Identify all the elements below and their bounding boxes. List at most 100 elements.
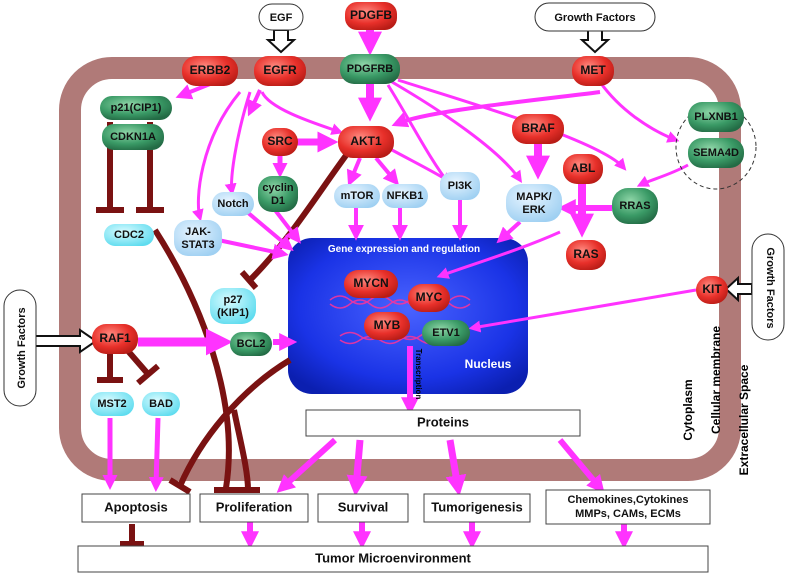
svg-text:p27: p27 [224, 294, 243, 306]
node-sema4d: SEMA4D [688, 138, 744, 168]
svg-text:Tumorigenesis: Tumorigenesis [431, 499, 523, 514]
svg-text:RAF1: RAF1 [99, 331, 131, 345]
gf-top-arrow-icon [579, 29, 611, 54]
svg-text:Proliferation: Proliferation [216, 499, 293, 514]
svg-text:Survival: Survival [338, 499, 389, 514]
svg-text:D1: D1 [271, 195, 285, 207]
svg-text:AKT1: AKT1 [350, 134, 382, 148]
nucleus-label: Nucleus [465, 357, 512, 371]
hollow-arrows [33, 29, 753, 354]
egf-bubble: EGF [258, 3, 304, 31]
svg-text:Chemokines,Cytokines: Chemokines,Cytokines [567, 494, 688, 506]
node-egfr: EGFR [254, 56, 306, 86]
node-p27: p27 (KIP1) [210, 288, 256, 324]
node-p21: p21(CIP1) [100, 96, 172, 120]
survival-box: Survival [317, 493, 409, 523]
node-pdgfrb: PDGFRB [340, 54, 400, 84]
svg-text:MET: MET [580, 63, 606, 77]
svg-text:KIT: KIT [702, 282, 722, 296]
node-mapk-erk: MAPK/ ERK [506, 184, 562, 222]
node-myb: MYB [364, 312, 410, 340]
svg-text:STAT3: STAT3 [181, 239, 214, 251]
svg-text:cyclin: cyclin [262, 182, 293, 194]
svg-text:SRC: SRC [267, 134, 293, 148]
node-erbb2: ERBB2 [182, 56, 238, 86]
growth-factors-right-label: Growth Factors [764, 247, 776, 328]
svg-text:MAPK/: MAPK/ [516, 191, 551, 203]
node-bcl2: BCL2 [230, 332, 272, 356]
node-myc: MYC [408, 284, 450, 312]
svg-text:p21(CIP1): p21(CIP1) [111, 102, 162, 114]
svg-text:Proteins: Proteins [417, 414, 469, 429]
svg-text:SEMA4D: SEMA4D [693, 147, 739, 159]
node-rras: RRAS [612, 188, 658, 224]
node-ras: RAS [566, 240, 606, 270]
svg-text:ETV1: ETV1 [432, 327, 460, 339]
svg-text:PDGFRB: PDGFRB [347, 63, 394, 75]
node-mycn: MYCN [344, 270, 398, 298]
node-mst2: MST2 [90, 392, 134, 416]
svg-text:mTOR: mTOR [341, 190, 374, 202]
svg-text:PLXNB1: PLXNB1 [694, 111, 737, 123]
svg-text:MST2: MST2 [97, 398, 126, 410]
svg-text:NFKB1: NFKB1 [387, 190, 424, 202]
node-src: SRC [262, 128, 298, 156]
node-pdgfb: PDGFB [345, 2, 397, 30]
proliferation-box: Proliferation [199, 493, 309, 523]
node-braf: BRAF [512, 114, 564, 144]
svg-text:EGFR: EGFR [263, 63, 297, 77]
growth-factors-top: Growth Factors [534, 2, 656, 32]
growth-factors-left-label: Growth Factors [16, 307, 28, 388]
node-kit: KIT [696, 276, 728, 304]
growth-factors-top-label: Growth Factors [554, 12, 635, 24]
svg-text:PI3K: PI3K [448, 180, 473, 192]
svg-text:RRAS: RRAS [619, 200, 650, 212]
node-raf1: RAF1 [92, 324, 138, 354]
svg-text:Tumor Microenvironment: Tumor Microenvironment [315, 550, 471, 565]
node-notch: Notch [212, 192, 254, 216]
node-bad: BAD [142, 392, 180, 416]
node-abl: ABL [563, 154, 603, 184]
svg-text:Apoptosis: Apoptosis [104, 499, 168, 514]
svg-text:JAK-: JAK- [185, 226, 211, 238]
svg-text:CDC2: CDC2 [114, 229, 144, 241]
svg-text:ABL: ABL [571, 161, 596, 175]
svg-text:MYB: MYB [374, 318, 401, 332]
node-pi3k: PI3K [440, 172, 480, 200]
svg-text:MYC: MYC [416, 290, 443, 304]
egf-label: EGF [270, 12, 293, 24]
svg-text:BCL2: BCL2 [237, 338, 266, 350]
svg-text:CDKN1A: CDKN1A [110, 131, 156, 143]
gf-left-arrow-icon [33, 328, 98, 354]
extracellular-space-label: Extracellular Space [737, 364, 751, 475]
chemokines-box: Chemokines,Cytokines MMPs, CAMs, ECMs [545, 489, 711, 525]
svg-text:PDGFB: PDGFB [350, 8, 392, 22]
svg-text:(KIP1): (KIP1) [217, 307, 249, 319]
svg-text:BRAF: BRAF [521, 121, 554, 135]
transcription-label: Transcription [414, 349, 423, 400]
node-cdkn1a: CDKN1A [102, 124, 164, 150]
cytoplasm-label: Cytoplasm [681, 379, 695, 440]
node-met: MET [572, 56, 614, 86]
egf-arrow-icon [265, 29, 297, 54]
growth-factors-right: Growth Factors [751, 233, 785, 341]
cellular-membrane-label: Cellular membrane [709, 326, 723, 434]
node-plxnb1: PLXNB1 [688, 102, 744, 132]
tumor-microenvironment-box: Tumor Microenvironment [77, 545, 709, 573]
node-cdc2: CDC2 [104, 224, 154, 246]
svg-text:MMPs, CAMs, ECMs: MMPs, CAMs, ECMs [575, 508, 681, 520]
svg-text:Notch: Notch [217, 198, 248, 210]
tumorigenesis-box: Tumorigenesis [423, 493, 531, 523]
svg-text:ERK: ERK [522, 204, 545, 216]
svg-text:BAD: BAD [149, 398, 173, 410]
proteins-box: Proteins [305, 409, 581, 437]
svg-text:RAS: RAS [573, 247, 598, 261]
node-cyclin-d1: cyclin D1 [258, 176, 298, 212]
node-mtor: mTOR [334, 184, 380, 208]
node-jak-stat3: JAK- STAT3 [174, 220, 222, 256]
svg-text:MYCN: MYCN [353, 276, 388, 290]
node-akt1: AKT1 [338, 126, 394, 158]
node-etv1: ETV1 [422, 320, 470, 346]
svg-text:ERBB2: ERBB2 [190, 63, 231, 77]
